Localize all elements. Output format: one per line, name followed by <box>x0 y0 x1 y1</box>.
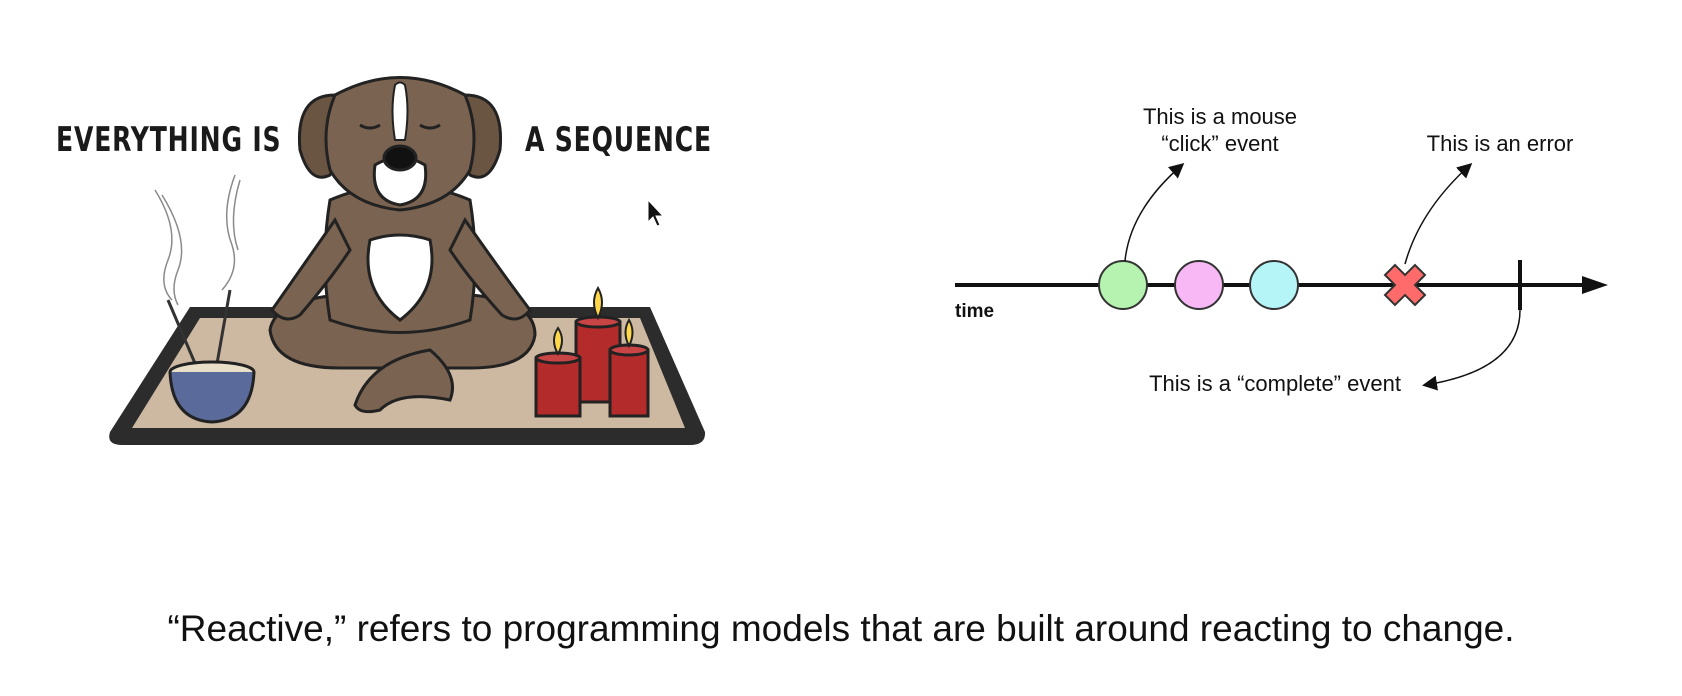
candles <box>534 285 650 418</box>
event-marble-green <box>1098 260 1148 310</box>
error-annotation-arrow <box>1404 162 1473 265</box>
error-note: This is an error <box>1426 131 1574 156</box>
complete-event-note: This is a “complete” event <box>1149 371 1401 396</box>
click-annotation-arrow <box>1124 163 1185 262</box>
mouse-cursor-icon <box>647 198 665 227</box>
time-axis-label: time <box>955 301 995 322</box>
incense-bowl <box>168 360 256 424</box>
complete-annotation-arrow <box>1422 309 1521 391</box>
slide-caption: “Reactive,” refers to programming models… <box>167 608 1515 649</box>
click-event-note: This is a mouse “click” event <box>1120 103 1320 157</box>
dog <box>268 76 537 414</box>
incense-smoke <box>154 174 241 306</box>
error-x-icon <box>1383 263 1427 307</box>
click-event-note-line2: “click” event <box>1161 131 1279 156</box>
headline-left: EVERYTHING IS <box>56 120 282 160</box>
event-marble-cyan <box>1249 260 1299 310</box>
headline-right: A SEQUENCE <box>525 120 712 160</box>
timeline-arrowhead-icon <box>1582 276 1608 294</box>
event-marble-pink <box>1174 260 1224 310</box>
click-event-note-line1: This is a mouse <box>1142 104 1298 129</box>
